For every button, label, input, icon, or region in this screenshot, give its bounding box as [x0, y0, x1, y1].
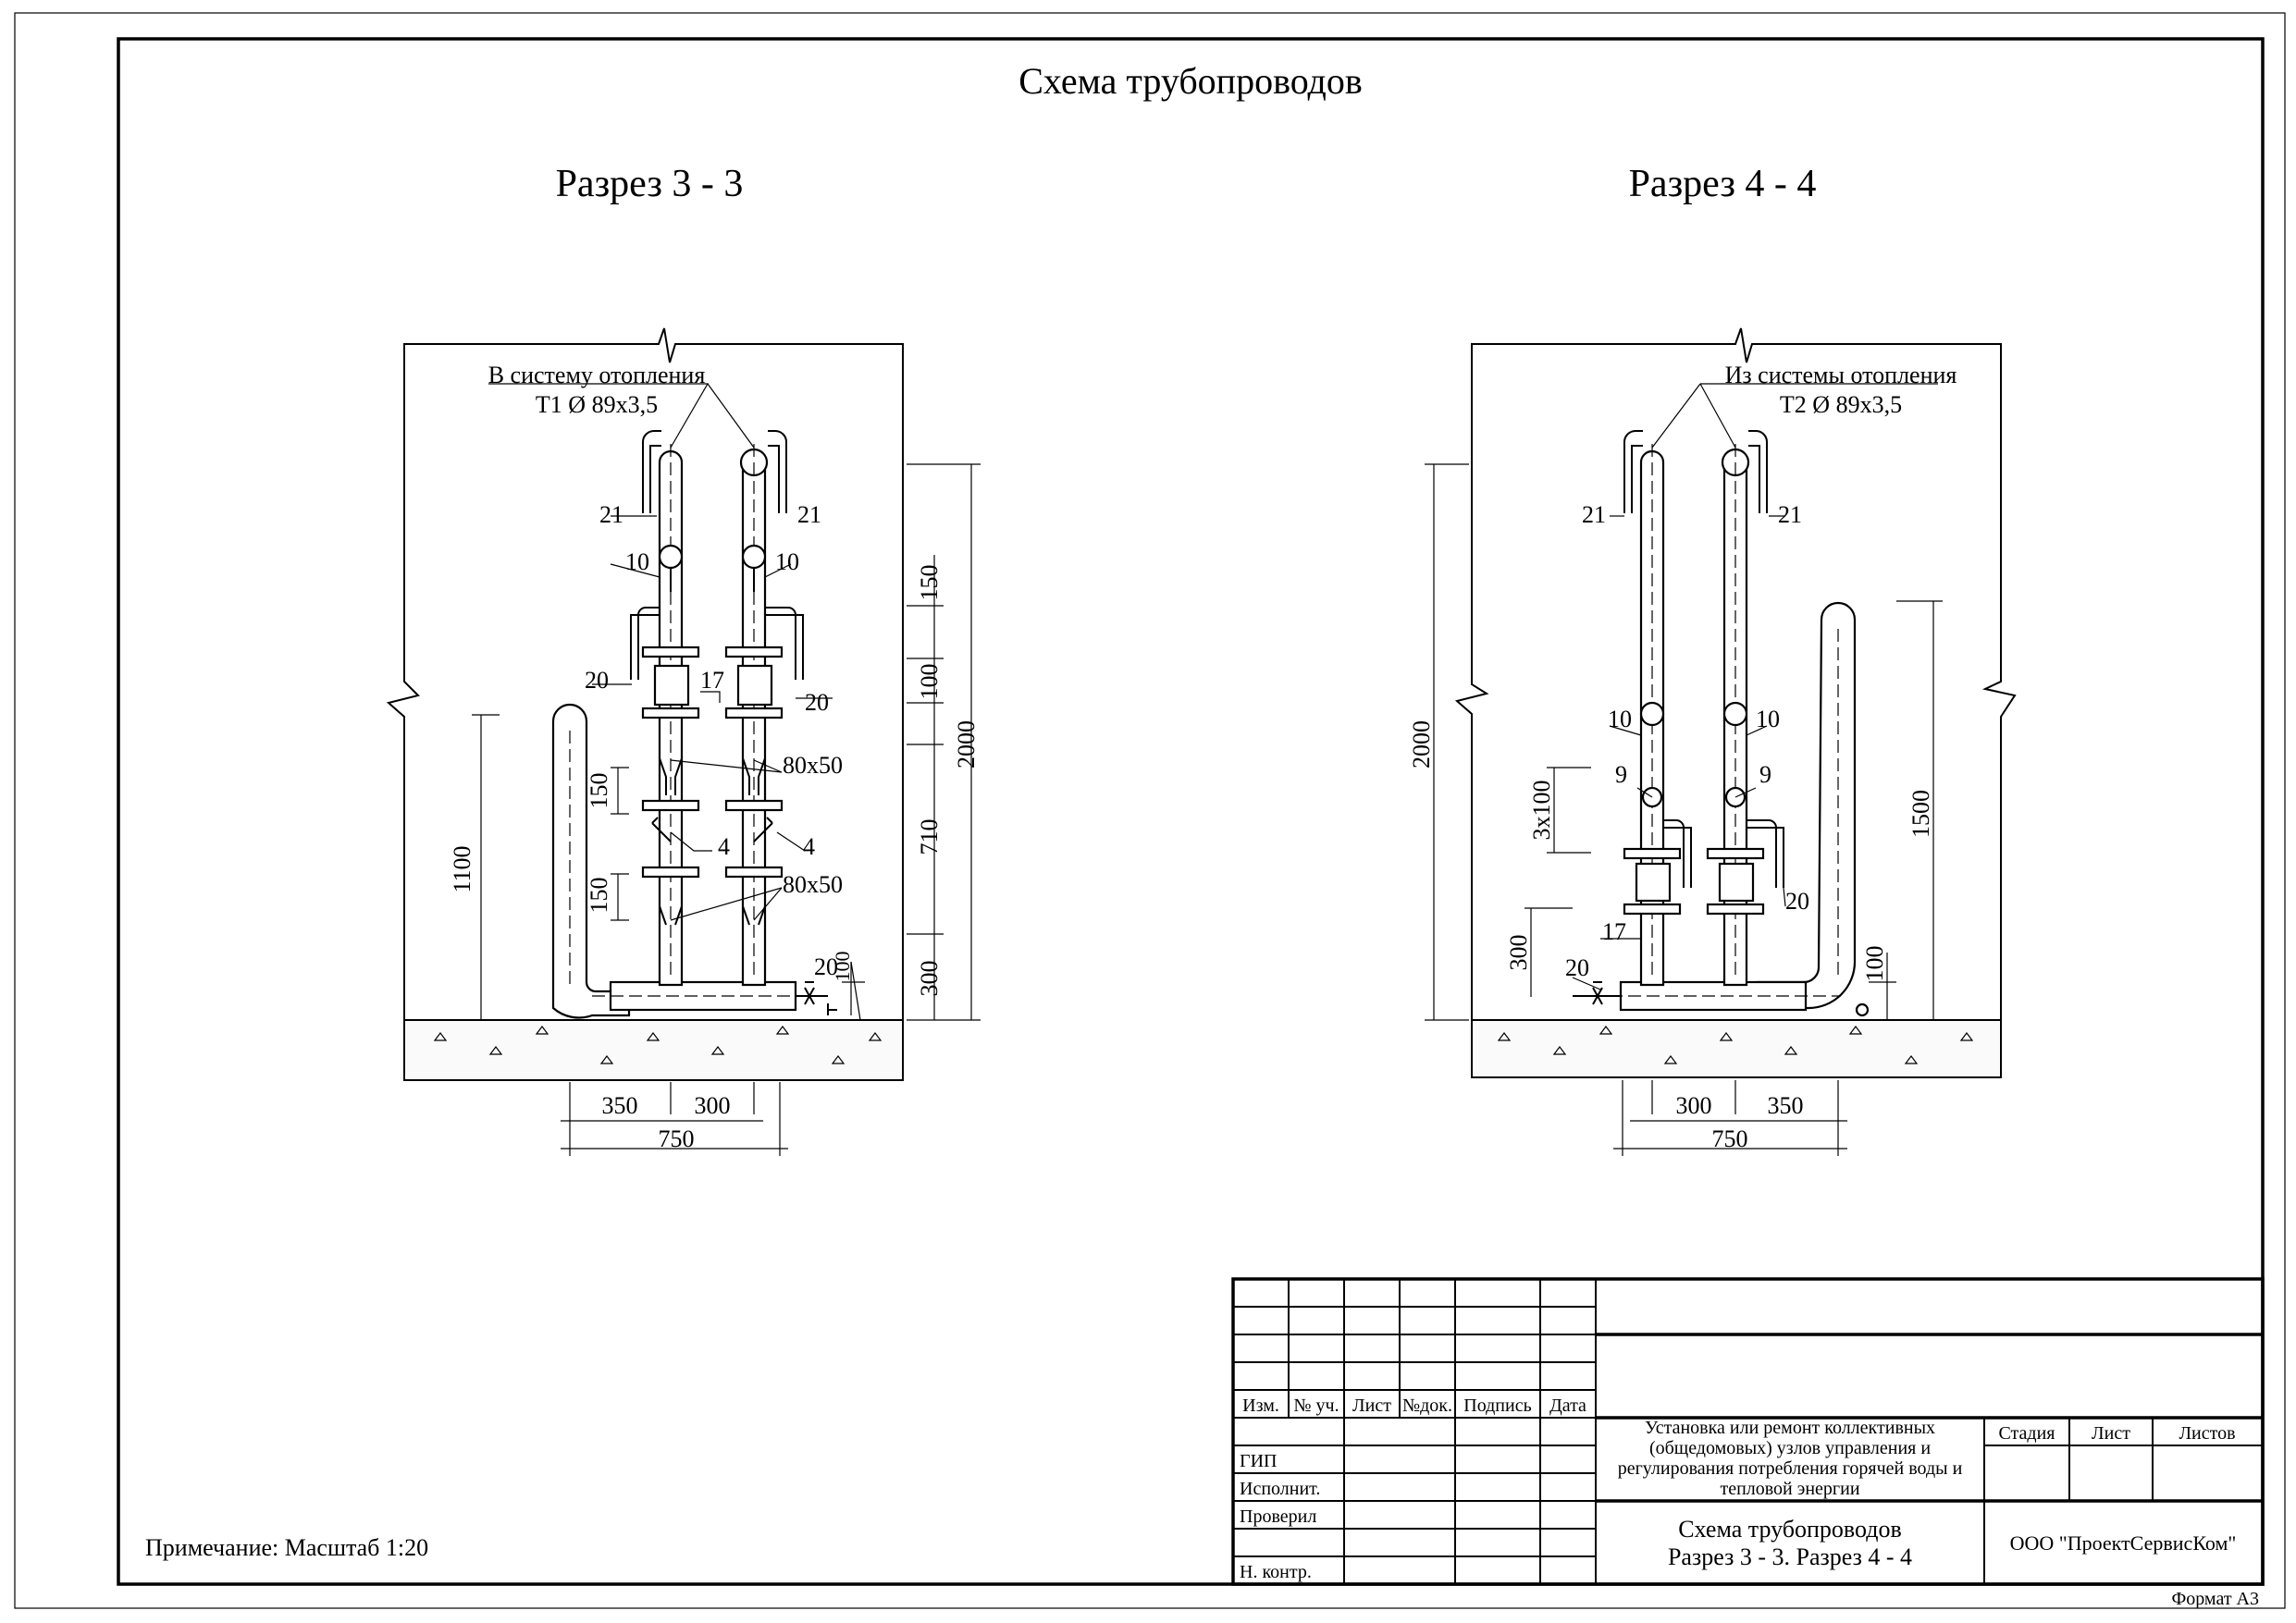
strainer-left-2: [753, 817, 773, 842]
dim-2000: 2000: [1408, 720, 1435, 768]
dim-100: 100: [1861, 946, 1888, 982]
drawing-title: Схема трубопроводов: [1018, 60, 1363, 102]
callout-10: 10: [1608, 706, 1632, 732]
room-outline-left: [386, 327, 904, 1081]
dim-300: 300: [1676, 1092, 1712, 1119]
project-line-2: (общедомовых) узлов управления и: [1649, 1438, 1931, 1458]
callout-9: 9: [1759, 761, 1771, 788]
dim-350: 350: [1768, 1092, 1804, 1119]
sheet-title-1: Схема трубопроводов: [1678, 1516, 1902, 1543]
role-proveril: Проверил: [1240, 1506, 1316, 1527]
section-title-3-3: Разрез 3 - 3: [556, 163, 744, 205]
flanges-right: [1623, 847, 1765, 916]
header-podpis: Подпись: [1463, 1396, 1531, 1416]
sheet-title-2: Разрез 3 - 3. Разрез 4 - 4: [1668, 1543, 1912, 1570]
header-ndok: №док.: [1402, 1396, 1452, 1416]
dim-100: 100: [831, 952, 854, 982]
line-label-left-1: В систему отопления: [488, 362, 706, 388]
dim-1500: 1500: [1907, 790, 1934, 838]
role-ispolnit: Исполнит.: [1240, 1479, 1320, 1499]
callout-20: 20: [814, 953, 838, 980]
stage-label: Стадия: [1998, 1423, 2055, 1444]
callout-80x50: 80х50: [783, 752, 843, 779]
drawing-frame: [117, 37, 2265, 1586]
line-label-right-1: Из системы отопления: [1725, 362, 1957, 388]
pressure-gauge-right-2: [1722, 701, 1748, 727]
header-izm: Изм.: [1242, 1396, 1279, 1416]
callout-21: 21: [599, 501, 623, 528]
dim-3x100: 3х100: [1528, 781, 1555, 841]
dim-350: 350: [602, 1092, 638, 1119]
callout-20: 20: [585, 667, 609, 694]
line-label-right-2: Т2 Ø 89х3,5: [1780, 391, 1902, 418]
dim-2000: 2000: [953, 720, 980, 768]
gravel-marks-right: [1497, 1026, 1974, 1064]
company-name: ООО "ПроектСервисКом": [2010, 1531, 2237, 1555]
drain-valve-right: [1573, 981, 1621, 1005]
dim-1100: 1100: [449, 845, 475, 892]
scale-note: Примечание: Масштаб 1:20: [145, 1534, 428, 1561]
project-line-3: регулирования потребления горячей воды и: [1618, 1458, 1963, 1479]
sheet-label: Лист: [2092, 1423, 2130, 1444]
dim-300: 300: [916, 961, 943, 997]
dim-150: 150: [916, 565, 943, 601]
dim-750: 750: [659, 1125, 695, 1152]
dim-150: 150: [586, 773, 612, 809]
sheets-label: Листов: [2179, 1423, 2235, 1444]
callout-4: 4: [803, 833, 815, 860]
strainer-left-1: [651, 817, 672, 842]
section-title-4-4: Разрез 4 - 4: [1629, 163, 1817, 205]
riser-pipe-left-2: [739, 444, 769, 987]
callout-4: 4: [718, 833, 730, 860]
dim-750: 750: [1712, 1125, 1748, 1152]
loop-pipe-left: [551, 703, 631, 1019]
project-line-4: тепловой энергии: [1720, 1479, 1859, 1499]
room-outline-right: [1454, 327, 2017, 1078]
callout-10: 10: [625, 548, 649, 575]
header-list: Лист: [1352, 1396, 1391, 1416]
floor-slab-left: [406, 1020, 901, 1078]
role-gip: ГИП: [1240, 1451, 1277, 1471]
section-4-4: Из системы отопления Т2 Ø 89х3,5 21 21 1…: [1408, 327, 2017, 1156]
line-label-left-2: Т1 Ø 89х3,5: [536, 391, 658, 418]
callout-10: 10: [775, 548, 799, 575]
dim-150: 150: [586, 878, 612, 914]
role-n-kontr: Н. контр.: [1240, 1562, 1312, 1582]
pressure-gauge-left-1: [658, 544, 684, 570]
callout-80x50: 80х50: [783, 871, 843, 898]
callout-9: 9: [1615, 761, 1627, 788]
dim-300: 300: [1505, 935, 1532, 971]
callout-21: 21: [1778, 501, 1802, 528]
callout-21: 21: [1582, 501, 1606, 528]
callout-20: 20: [1785, 888, 1809, 915]
callout-20: 20: [805, 689, 829, 716]
format-label: Формат А3: [2171, 1589, 2259, 1609]
section-3-3: В систему отопления Т1 Ø 89х3,5 21 21 10…: [386, 327, 981, 1156]
callout-17: 17: [700, 667, 724, 694]
callout-21: 21: [797, 501, 821, 528]
title-block: Изм. № уч. Лист №док. Подпись Дата ГИП И…: [1231, 1277, 2265, 1586]
project-line-1: Установка или ремонт коллективных: [1645, 1418, 1935, 1438]
pressure-gauge-right-1: [1639, 701, 1665, 727]
flanges-left: [641, 646, 784, 879]
pressure-gauge-left-2: [741, 544, 767, 570]
callout-20: 20: [1565, 954, 1589, 981]
dim-100: 100: [916, 664, 943, 700]
callout-17: 17: [1602, 918, 1626, 945]
outer-frame: [14, 12, 2286, 1609]
loop-pipe-right: [1756, 601, 1857, 1010]
dim-710: 710: [916, 819, 943, 855]
dim-300: 300: [695, 1092, 731, 1119]
header-num-uch: № уч.: [1293, 1396, 1339, 1416]
drain-valve-left: [796, 981, 837, 1015]
callout-10: 10: [1756, 706, 1780, 732]
header-data: Дата: [1549, 1396, 1586, 1416]
floor-slab-right: [1474, 1020, 1999, 1076]
gravel-marks-left: [433, 1026, 883, 1064]
